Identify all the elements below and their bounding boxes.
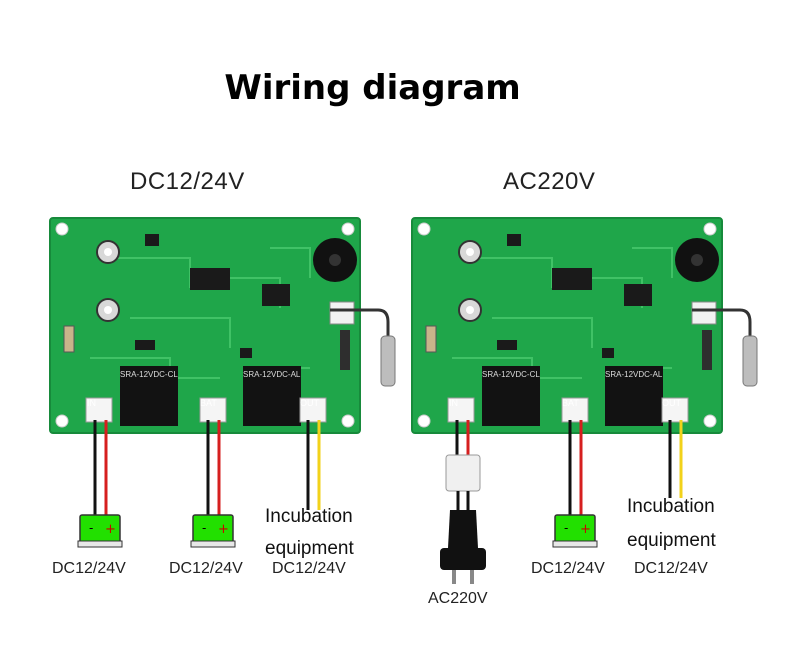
sensor-probe-ac <box>742 335 758 387</box>
wires-ac-bat <box>568 420 583 518</box>
diagram-title: Wiring diagram <box>224 68 521 108</box>
caption-ac-2: DC12/24V <box>531 560 605 577</box>
connector-label-bat-ac: BAT <box>562 398 579 408</box>
caption-ac-3: DC12/24V <box>634 560 708 577</box>
device-label-ac-line1: Incubation <box>627 496 715 517</box>
panel-dc-label: DC12/24V <box>130 168 245 195</box>
caption-dc-2: DC12/24V <box>169 560 243 577</box>
battery-dc-2 <box>190 514 236 548</box>
wires-dc-in <box>93 420 108 518</box>
relay-label-1-ac: SRA-12VDC-CL <box>482 370 540 379</box>
plug-adapter <box>440 454 486 584</box>
relay-label-1-dc: SRA-12VDC-CL <box>120 370 178 379</box>
panel-ac-label: AC220V <box>503 168 596 195</box>
connector-label-bat-dc: BAT <box>200 398 217 408</box>
caption-dc-3: DC12/24V <box>272 560 346 577</box>
device-label-dc-line2: equipment <box>265 538 354 559</box>
connector-label-out-dc: OUT <box>300 398 319 408</box>
sensor-probe-dc <box>380 335 396 387</box>
caption-ac-1: AC220V <box>428 590 488 607</box>
sensor-probe-cable-ac <box>692 308 752 340</box>
wires-dc-out <box>306 420 321 510</box>
battery-dc-1 <box>77 514 123 548</box>
wires-ac-in <box>455 420 470 455</box>
relay-label-2-ac: SRA-12VDC-AL <box>605 370 663 379</box>
device-label-dc-line1: Incubation <box>265 506 353 527</box>
sensor-probe-cable-dc <box>330 308 390 340</box>
relay-label-2-dc: SRA-12VDC-AL <box>243 370 301 379</box>
device-label-ac-line2: equipment <box>627 530 716 551</box>
connector-label-out-ac: OUT <box>662 398 681 408</box>
wires-dc-bat <box>206 420 221 518</box>
battery-ac-1 <box>552 514 598 548</box>
connector-label-in-dc: IN <box>87 398 96 408</box>
connector-label-in-ac: IN <box>449 398 458 408</box>
caption-dc-1: DC12/24V <box>52 560 126 577</box>
wires-ac-out <box>668 420 683 498</box>
